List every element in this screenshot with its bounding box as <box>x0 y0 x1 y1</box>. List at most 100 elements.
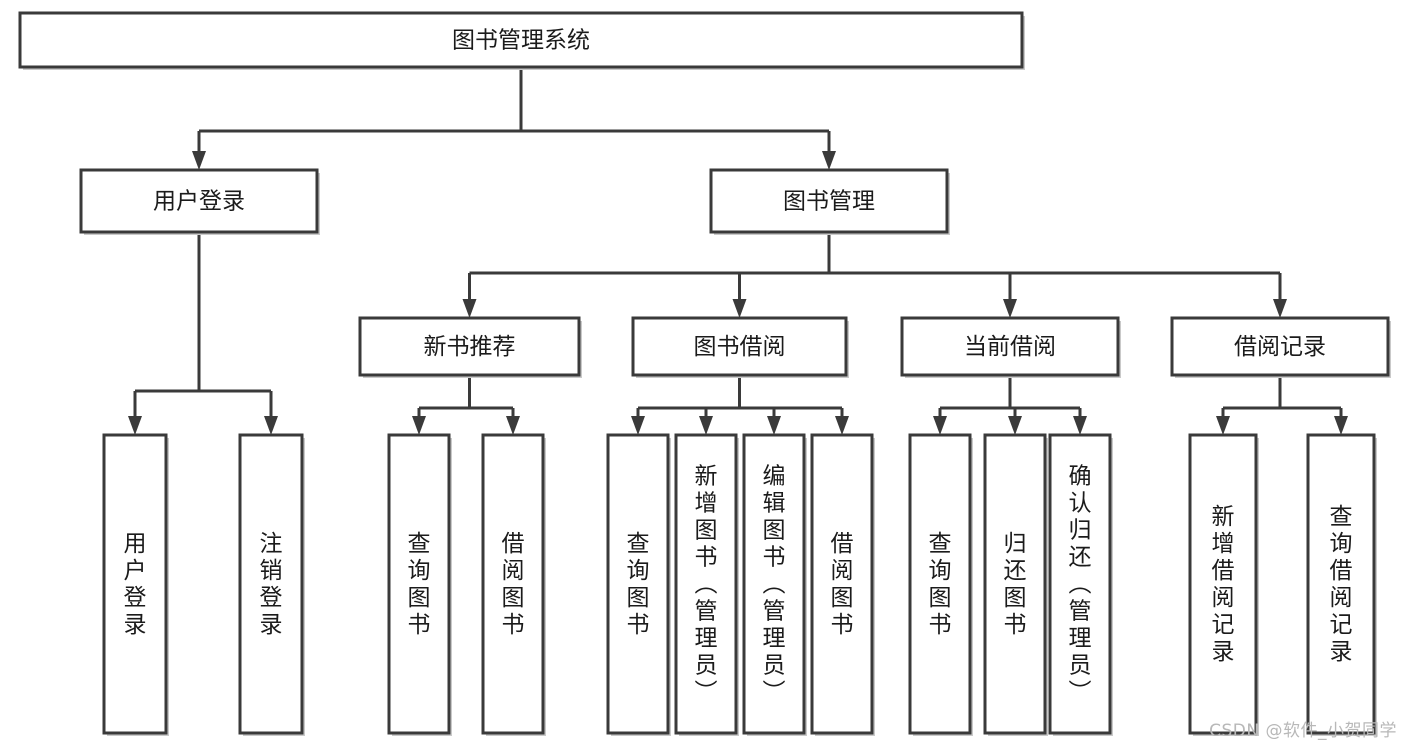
conn-records-arrow-0 <box>1216 416 1230 435</box>
svg-text:询: 询 <box>627 558 650 584</box>
csdn-watermark: CSDN @软件_小贺同学 <box>1209 721 1397 741</box>
svg-text:书: 书 <box>763 545 786 571</box>
node-level2-1[interactable] <box>709 168 949 234</box>
node-level3-0-label: 新书推荐 <box>424 334 516 360</box>
svg-text:书: 书 <box>929 612 952 638</box>
svg-text:登: 登 <box>260 585 283 611</box>
svg-text:记: 记 <box>1212 612 1235 638</box>
node-leaves-current-2[interactable] <box>1048 433 1112 735</box>
conn-root-arrow-1 <box>822 151 836 170</box>
conn-book-mgmt-arrow-2 <box>1003 299 1017 318</box>
svg-text:还: 还 <box>1069 545 1092 571</box>
svg-text:员: 员 <box>763 653 786 679</box>
svg-text:询: 询 <box>408 558 431 584</box>
node-leaves-records-0[interactable] <box>1188 433 1258 735</box>
node-level3-2-label: 当前借阅 <box>964 334 1056 360</box>
svg-text:销: 销 <box>260 558 283 584</box>
node-leaves-borrow-2[interactable] <box>742 433 806 735</box>
svg-text:阅: 阅 <box>1212 585 1235 611</box>
svg-text:增: 增 <box>695 491 718 517</box>
svg-text:户: 户 <box>124 558 147 584</box>
svg-text:确: 确 <box>1069 464 1092 490</box>
svg-text:记: 记 <box>1330 612 1353 638</box>
node-level3-3[interactable] <box>1170 316 1390 377</box>
conn-current-arrow-1 <box>1008 416 1022 435</box>
svg-text:询: 询 <box>1330 531 1353 557</box>
conn-root-arrow-0 <box>192 151 206 170</box>
svg-text:录: 录 <box>1330 639 1353 665</box>
svg-text:员: 员 <box>695 653 718 679</box>
svg-text:图: 图 <box>502 585 525 611</box>
svg-text:归: 归 <box>1004 531 1027 557</box>
svg-text:︶: ︶ <box>695 680 718 706</box>
svg-text:查: 查 <box>929 531 952 557</box>
node-root[interactable] <box>18 11 1024 69</box>
node-leaves-user-login-0[interactable] <box>102 433 168 735</box>
svg-text:图: 图 <box>763 518 786 544</box>
svg-text:书: 书 <box>695 545 718 571</box>
svg-text:︵: ︵ <box>695 572 718 598</box>
svg-text:书: 书 <box>502 612 525 638</box>
node-leaves-borrow-0[interactable] <box>606 433 670 735</box>
conn-user-login-arrow-0 <box>128 416 142 435</box>
svg-text:阅: 阅 <box>502 558 525 584</box>
svg-text:辑: 辑 <box>763 491 786 517</box>
svg-text:图: 图 <box>627 585 650 611</box>
svg-text:用: 用 <box>124 531 147 557</box>
svg-text:︵: ︵ <box>763 572 786 598</box>
node-level3-3-label: 借阅记录 <box>1234 334 1326 360</box>
svg-text:登: 登 <box>124 585 147 611</box>
svg-text:理: 理 <box>695 626 718 652</box>
conn-book-mgmt-arrow-3 <box>1273 299 1287 318</box>
svg-text:查: 查 <box>1330 504 1353 530</box>
svg-text:图: 图 <box>408 585 431 611</box>
svg-text:编: 编 <box>763 464 786 490</box>
conn-book-mgmt-arrow-1 <box>732 299 747 318</box>
svg-text:阅: 阅 <box>1330 585 1353 611</box>
svg-text:借: 借 <box>1330 558 1353 584</box>
node-leaves-borrow-1[interactable] <box>674 433 738 735</box>
svg-text:书: 书 <box>627 612 650 638</box>
node-leaves-current-0[interactable] <box>908 433 972 735</box>
node-leaves-new-book-0[interactable] <box>387 433 451 735</box>
svg-text:书: 书 <box>408 612 431 638</box>
svg-text:录: 录 <box>124 612 147 638</box>
node-level2-1-label: 图书管理 <box>783 189 875 215</box>
node-leaves-borrow-3[interactable] <box>810 433 874 735</box>
node-leaves-new-book-1[interactable] <box>481 433 545 735</box>
node-level3-0[interactable] <box>358 316 581 377</box>
svg-text:新: 新 <box>1212 504 1235 530</box>
svg-text:查: 查 <box>627 531 650 557</box>
node-leaves-records-1[interactable] <box>1306 433 1376 735</box>
svg-text:管: 管 <box>763 599 786 625</box>
svg-text:注: 注 <box>260 531 283 557</box>
node-leaves-current-1[interactable] <box>983 433 1047 735</box>
node-layer: 图书管理系统用户登录图书管理新书推荐图书借阅当前借阅借阅记录用户登录注销登录查询… <box>18 11 1391 736</box>
node-level2-0-label: 用户登录 <box>153 189 245 215</box>
svg-text:还: 还 <box>1004 558 1027 584</box>
conn-user-login-arrow-1 <box>264 416 278 435</box>
svg-text:增: 增 <box>1212 531 1235 557</box>
node-root-label: 图书管理系统 <box>452 28 590 54</box>
conn-borrow-arrow-1 <box>699 416 713 435</box>
svg-text:图: 图 <box>831 585 854 611</box>
node-level2-0[interactable] <box>79 168 319 234</box>
conn-current-arrow-0 <box>933 416 947 435</box>
node-level3-1[interactable] <box>631 316 848 377</box>
node-leaves-user-login-0-label: 用户登录 <box>124 531 147 638</box>
node-level3-2[interactable] <box>900 316 1120 377</box>
node-leaves-user-login-1[interactable] <box>238 433 304 735</box>
conn-new-book-arrow-1 <box>506 416 520 435</box>
